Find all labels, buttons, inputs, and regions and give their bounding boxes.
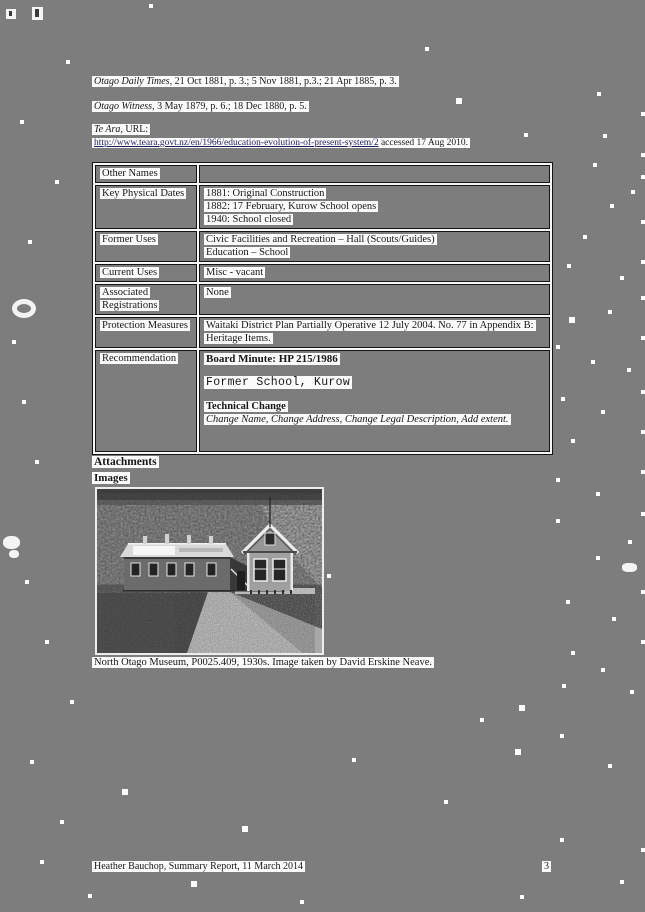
row-label: Current Uses <box>100 267 160 278</box>
reference-2-detail: , 3 May 1879, p. 6.; 18 Dec 1880, p. 5. <box>152 101 307 112</box>
table-row: Recommendation Board Minute: HP 215/1986… <box>95 350 550 452</box>
heritage-details-table: Other Names Key Physical Dates 1881: Ori… <box>92 162 553 455</box>
scan-artifact <box>32 7 43 20</box>
attachment-photo <box>95 487 324 655</box>
table-row: Protection Measures Waitaki District Pla… <box>95 317 550 348</box>
value-line: Misc - vacant <box>204 267 266 278</box>
reference-2-title: Otago Witness <box>94 101 153 112</box>
attachments-heading: Attachments <box>92 456 159 468</box>
value-line: 1881: Original Construction <box>204 188 327 199</box>
table-row: Current Uses Misc - vacant <box>95 264 550 282</box>
table-row: Associated Registrations None <box>95 284 550 315</box>
row-value: Waitaki District Plan Partially Operativ… <box>199 317 550 348</box>
table-row: Key Physical Dates 1881: Original Constr… <box>95 185 550 229</box>
footer-author-line: Heather Bauchop, Summary Report, 11 Marc… <box>92 861 306 872</box>
teara-access-date: accessed 17 Aug 2010. <box>378 138 469 148</box>
row-label: Protection Measures <box>100 320 191 331</box>
teara-label-rest: , URL: <box>120 124 149 135</box>
reference-1-detail: , 21 Oct 1881, p. 3.; 5 Nov 1881, p.3.; … <box>169 76 397 87</box>
recommendation-cell: Board Minute: HP 215/1986 Former School,… <box>199 350 550 452</box>
row-label: Recommendation <box>100 353 179 364</box>
images-subheading: Images <box>92 472 130 484</box>
scan-artifact <box>9 550 19 558</box>
row-label: Former Uses <box>100 234 158 245</box>
value-line: None <box>204 287 231 298</box>
photo-caption: North Otago Museum, P0025.409, 1930s. Im… <box>92 657 434 668</box>
value-line: Waitaki District Plan Partially Operativ… <box>204 320 536 344</box>
table-row: Former Uses Civic Facilities and Recreat… <box>95 231 550 262</box>
table-row: Other Names <box>95 165 550 183</box>
teara-label: Te Ara, URL: <box>92 124 562 136</box>
scan-artifact <box>12 299 36 318</box>
value-line: 1940: School closed <box>204 214 294 225</box>
row-label: Other Names <box>100 168 160 179</box>
page-number: 3 <box>542 861 551 872</box>
row-value <box>199 165 550 183</box>
school-building <box>120 497 300 594</box>
row-value: 1881: Original Construction 1882: 17 Feb… <box>199 185 550 229</box>
teara-link[interactable]: http://www.teara.govt.nz/en/1966/educati… <box>94 138 379 148</box>
teara-title: Te Ara <box>94 124 121 135</box>
value-line: 1882: 17 February, Kurow School opens <box>204 201 379 212</box>
scan-artifact <box>622 563 637 572</box>
value-line: Civic Facilities and Recreation – Hall (… <box>204 234 437 245</box>
value-line: Education – School <box>204 247 291 258</box>
ground-and-path <box>97 588 322 653</box>
school-photo-illustration <box>97 489 322 653</box>
scan-artifact <box>6 9 16 19</box>
row-value: Civic Facilities and Recreation – Hall (… <box>199 231 550 262</box>
row-label: Key Physical Dates <box>100 188 187 199</box>
reference-1-title: Otago Daily Times <box>94 76 170 87</box>
typewriter-entry: Former School, Kurow <box>204 376 353 389</box>
reference-line-1: Otago Daily Times, 21 Oct 1881, p. 3.; 5… <box>92 76 562 88</box>
row-label: Associated Registrations <box>100 287 160 311</box>
row-value: None <box>199 284 550 315</box>
technical-change-heading: Technical Change <box>204 401 288 412</box>
scan-noise-speckles <box>0 0 4 4</box>
reference-line-2: Otago Witness, 3 May 1879, p. 6.; 18 Dec… <box>92 101 562 113</box>
scan-artifact <box>3 536 20 549</box>
teara-url-line: http://www.teara.govt.nz/en/1966/educati… <box>92 137 562 149</box>
row-value: Misc - vacant <box>199 264 550 282</box>
technical-change-body: Change Name, Change Address, Change Lega… <box>204 414 511 425</box>
board-minute: Board Minute: HP 215/1986 <box>204 353 340 365</box>
